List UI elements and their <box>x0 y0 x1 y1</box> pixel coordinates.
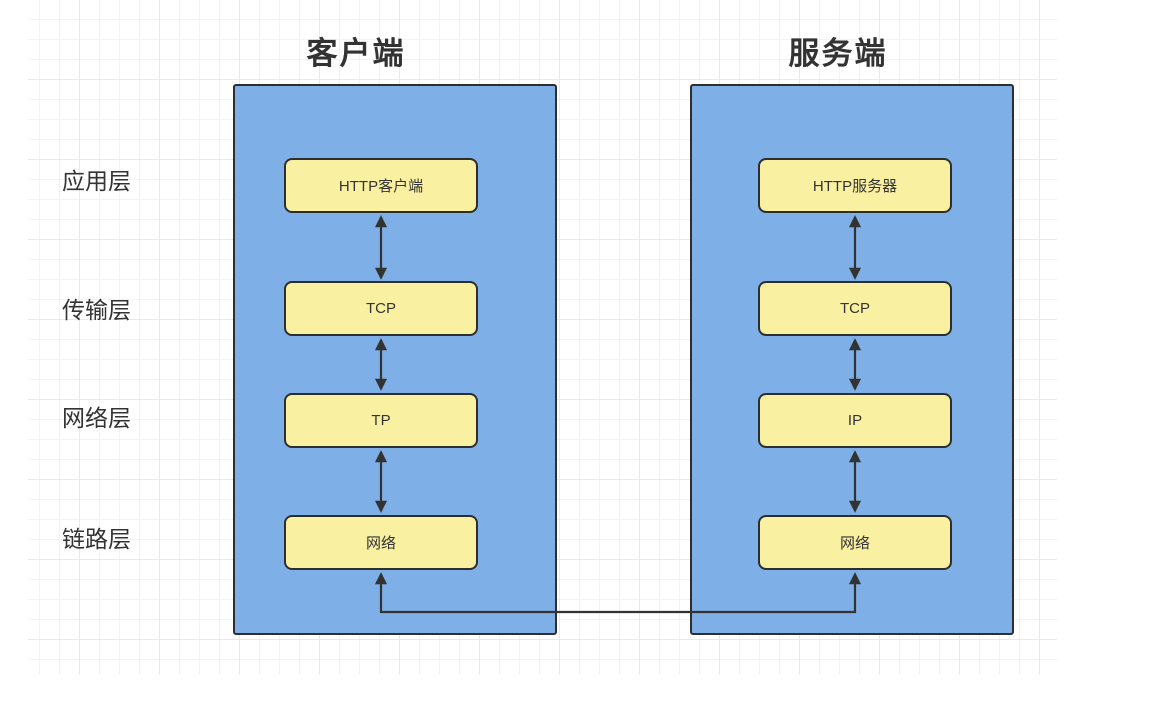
client-title: 客户端 <box>306 36 406 71</box>
layer-label-network: 网络层 <box>62 405 131 431</box>
server-box-network: 网络 <box>758 515 952 570</box>
layer-label-transport: 传输层 <box>62 297 131 323</box>
client-box-tcp: TCP <box>284 281 478 336</box>
layer-label-application: 应用层 <box>62 168 131 194</box>
layer-label-link: 链路层 <box>62 526 131 552</box>
server-box-ip: IP <box>758 393 952 448</box>
client-box-tp: TP <box>284 393 478 448</box>
client-box-network: 网络 <box>284 515 478 570</box>
server-title: 服务端 <box>788 36 888 71</box>
server-box-http: HTTP服务器 <box>758 158 952 213</box>
client-box-http: HTTP客户端 <box>284 158 478 213</box>
server-box-tcp: TCP <box>758 281 952 336</box>
